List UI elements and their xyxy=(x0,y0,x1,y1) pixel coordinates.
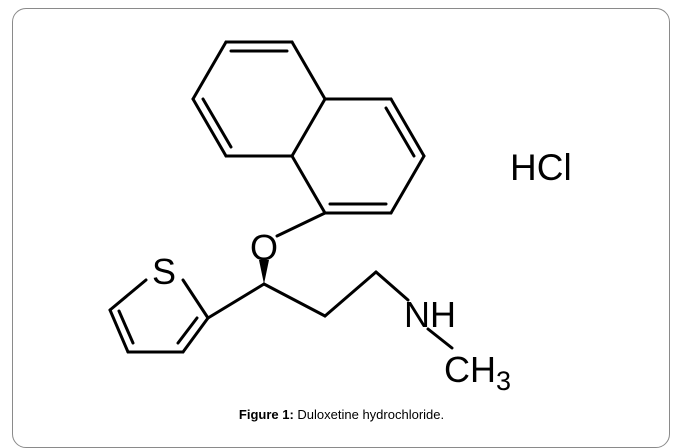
sulfur-atom: S xyxy=(152,251,176,292)
bond xyxy=(181,278,210,320)
bond xyxy=(290,40,327,101)
nh-group: NH xyxy=(404,294,456,335)
bond xyxy=(181,316,210,354)
bond xyxy=(290,97,327,158)
bond xyxy=(384,106,416,158)
bond xyxy=(290,154,327,215)
methyl-group: CH3 xyxy=(444,349,511,396)
bond xyxy=(108,308,130,354)
bond xyxy=(191,40,228,101)
bond xyxy=(426,327,454,350)
bond xyxy=(275,211,327,238)
caption-label: Figure 1: xyxy=(238,407,294,422)
bond xyxy=(176,316,199,345)
figure-caption: Figure 1: Duloxetine hydrochloride. xyxy=(0,407,683,422)
bond xyxy=(108,278,148,312)
bond xyxy=(191,97,228,158)
bond xyxy=(389,97,426,158)
stereo-wedge-bond xyxy=(259,260,269,284)
caption-text: Duloxetine hydrochloride. xyxy=(293,407,445,422)
bond xyxy=(262,282,327,318)
bond xyxy=(323,270,378,318)
bond xyxy=(201,97,233,149)
bond xyxy=(206,282,266,320)
bond xyxy=(117,309,135,345)
oxygen-atom: O xyxy=(250,227,278,268)
methyl-carbon: CH xyxy=(444,349,496,390)
bond xyxy=(374,270,410,302)
hcl-label: HCl xyxy=(510,147,572,188)
methyl-subscript: 3 xyxy=(496,366,511,396)
molecule-structure: HCl O S NH CH3 xyxy=(108,40,572,396)
bond xyxy=(389,154,426,215)
